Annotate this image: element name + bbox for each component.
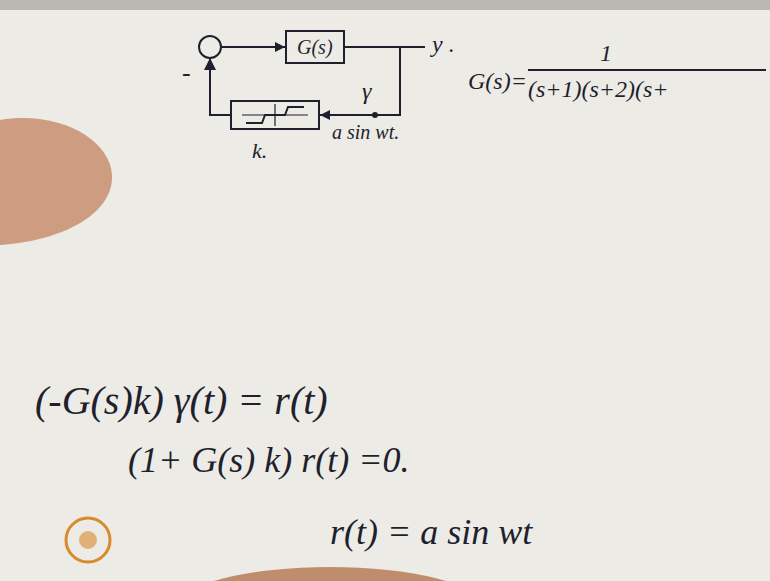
signal-name: γ <box>362 78 371 106</box>
block-label: G(s) <box>297 32 333 62</box>
equation: (-G(s)k) γ(t) = r(t) <box>35 378 328 424</box>
fraction-bar <box>528 69 766 71</box>
hand <box>0 118 112 245</box>
output-wire <box>345 46 425 48</box>
transfer-function: 1 <box>600 40 612 68</box>
transfer-block: G(s) <box>285 30 345 64</box>
logo <box>66 518 110 562</box>
summing-junction <box>199 36 221 58</box>
paper-edge <box>0 0 770 10</box>
gain-label: k. <box>252 138 320 164</box>
arrowhead <box>204 58 216 70</box>
nonlinear-block: k. <box>230 100 320 164</box>
nonlinearity-symbol <box>230 100 320 130</box>
equation: (1+ G(s) k) r(t) =0. <box>128 440 410 481</box>
signal-name: a sin wt. <box>332 121 399 144</box>
signal-point <box>372 112 378 118</box>
transfer-function: (s+1)(s+2)(s+ <box>528 76 669 104</box>
transfer-function: G(s)= <box>468 68 527 96</box>
signal-name: y . <box>432 31 455 59</box>
hand <box>180 567 480 581</box>
equation: r(t) = a sin wt <box>330 512 532 553</box>
signal-name: - <box>182 58 191 88</box>
logo <box>79 531 97 549</box>
